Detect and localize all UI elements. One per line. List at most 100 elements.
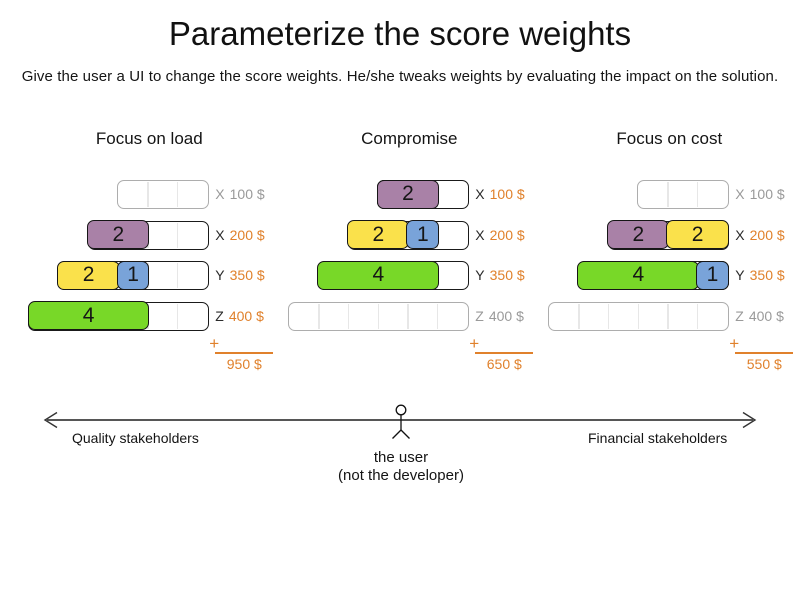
weight-box	[117, 180, 210, 209]
plus-sign: +	[209, 334, 220, 353]
weight-box: 2	[376, 179, 470, 209]
price-label: 200 $	[229, 226, 265, 243]
segment-divider	[436, 303, 439, 329]
price-label: 200 $	[489, 226, 525, 243]
weight-block: 2	[376, 179, 440, 209]
constraint-letter: X	[475, 226, 485, 243]
weight-block: 2	[666, 220, 729, 249]
constraint-letter: X	[215, 226, 225, 243]
constraint-letter: Y	[215, 267, 225, 283]
weight-block: 4	[27, 301, 150, 330]
sum-line	[735, 352, 794, 354]
segment-divider	[176, 263, 179, 288]
constraint-letter: Z	[215, 307, 224, 324]
constraint-letter: Y	[475, 267, 485, 283]
price-label: 200 $	[749, 226, 785, 243]
segment-divider	[667, 182, 669, 207]
price-label: 100 $	[229, 186, 265, 202]
segment-divider	[696, 182, 699, 207]
segment-divider	[176, 222, 179, 248]
price-label: 100 $	[749, 186, 785, 202]
page-title: Parameterize the score weights	[168, 15, 632, 52]
weight-box	[637, 180, 730, 209]
weight-block: 4	[577, 260, 700, 290]
constraint-letter: Z	[735, 307, 744, 324]
price-label: 400 $	[228, 307, 264, 324]
price-label: 400 $	[488, 307, 524, 324]
constraint-letter: X	[735, 226, 745, 243]
sum-total: 950 $	[226, 356, 262, 372]
price-label: 350 $	[749, 267, 785, 283]
constraint-letter: X	[215, 186, 225, 202]
price-label: 100 $	[489, 186, 525, 202]
user-label-line2: (not the developer)	[338, 467, 464, 484]
weight-block: 2	[607, 220, 670, 249]
segment-divider	[318, 303, 320, 329]
constraint-letter: X	[475, 186, 485, 202]
segment-divider	[578, 303, 580, 329]
constraint-letter: X	[735, 186, 745, 202]
segment-divider	[377, 303, 380, 329]
plus-sign: +	[469, 334, 480, 353]
weight-box: 4	[317, 260, 470, 290]
weight-box: 4	[27, 301, 210, 331]
segment-divider	[607, 303, 610, 329]
column-header: Focus on load	[95, 129, 203, 148]
subtitle: Give the user a UI to change the score w…	[21, 68, 779, 85]
price-label: 350 $	[489, 267, 525, 283]
column-header: Focus on cost	[616, 129, 723, 148]
segment-divider	[637, 303, 640, 329]
weight-block: 4	[317, 260, 440, 290]
segment-divider	[407, 303, 409, 329]
sum-line	[215, 352, 274, 354]
column-header: Compromise	[361, 129, 458, 148]
segment-divider	[347, 303, 350, 329]
weight-block: 2	[87, 220, 150, 249]
plus-sign: +	[729, 334, 740, 353]
constraint-letter: Z	[475, 307, 484, 324]
segment-divider	[667, 303, 669, 329]
constraint-letter: Y	[735, 267, 745, 283]
sum-total: 650 $	[486, 356, 522, 372]
weight-box	[288, 301, 470, 331]
axis-label-quality: Quality stakeholders	[72, 430, 199, 446]
weight-block: 1	[406, 220, 440, 249]
segment-divider	[147, 182, 149, 207]
axis-label-financial: Financial stakeholders	[588, 430, 728, 446]
weight-block: 1	[696, 260, 729, 290]
price-label: 400 $	[748, 307, 784, 324]
sum-line	[475, 352, 534, 354]
weight-box: 2	[87, 220, 210, 250]
sum-total: 550 $	[746, 356, 782, 372]
